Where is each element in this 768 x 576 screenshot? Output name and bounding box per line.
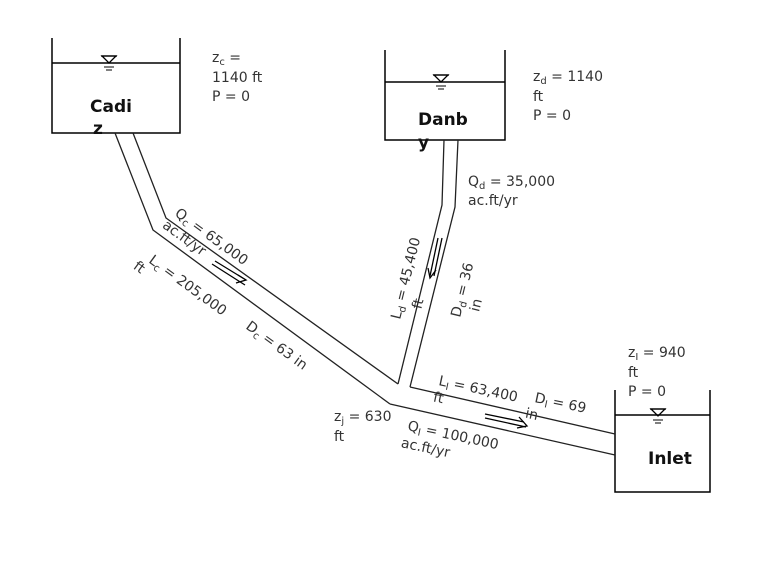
water-surface-icon: [649, 408, 667, 424]
elevation-label-cadiz: zc =: [212, 50, 241, 68]
water-surface-icon: [432, 74, 450, 90]
length-unit-inlet: ft: [432, 389, 446, 407]
length-unit-danby: ft: [409, 297, 427, 311]
flow-arrow-cadiz: [211, 260, 248, 286]
length-label-inlet: LI = 63,400 ft: [432, 373, 519, 407]
water-surface-icon: [100, 55, 118, 71]
flow-arrow-danby: [427, 237, 443, 280]
elevation-label-inlet: zI = 940: [628, 345, 686, 363]
length-label-danby: Ld = 45,400 ft: [388, 236, 427, 321]
diameter-unit-inlet: in: [524, 406, 540, 424]
elevation-value-cadiz: 1140 ft: [212, 70, 263, 86]
elevation-label-danby: zd = 1140: [533, 69, 603, 87]
diameter-label-danby: Dd = 36 in: [448, 261, 486, 319]
pipe-inlet: [389, 386, 616, 456]
diameter-label-cadiz: Dc = 63 in: [241, 318, 311, 375]
svg-text:DI = 69: DI = 69: [533, 390, 588, 418]
pressure-label-danby: P = 0: [533, 108, 571, 124]
cadiz-reservoir: Cadi z zc = 1140 ft P = 0: [51, 38, 263, 139]
svg-text:Dc = 63 in: Dc = 63 in: [241, 318, 310, 375]
pipe-cadiz: [114, 132, 399, 405]
elevation-value-danby: ft: [533, 89, 544, 105]
flow-arrow-inlet: [484, 413, 529, 429]
reservoir-name-cadiz-cont: z: [93, 119, 103, 139]
reservoir-name-inlet: Inlet: [648, 449, 692, 469]
inlet-reservoir: Inlet zI = 940 ft P = 0: [614, 345, 711, 493]
danby-reservoir: Danb y zd = 1140 ft P = 0: [384, 50, 603, 153]
reservoir-name-danby-cont: y: [418, 133, 429, 153]
junction-elevation-label: zj = 630: [334, 409, 392, 427]
diameter-unit-danby: in: [467, 297, 486, 313]
flow-label-danby: Qd = 35,000: [468, 174, 555, 192]
length-unit-cadiz: ft: [130, 258, 148, 277]
diameter-label-inlet: DI = 69 in: [524, 390, 588, 424]
length-label-cadiz: Lc = 205,000 ft: [130, 252, 229, 319]
junction-elevation-unit: ft: [334, 429, 345, 445]
reservoir-name-cadiz: Cadi: [90, 97, 132, 117]
reservoir-name-danby: Danb: [418, 110, 468, 130]
pressure-label-cadiz: P = 0: [212, 89, 250, 105]
pipe-danby: [397, 139, 459, 388]
elevation-value-inlet: ft: [628, 365, 639, 381]
flow-unit-danby: ac.ft/yr: [468, 193, 518, 209]
pressure-label-inlet: P = 0: [628, 384, 666, 400]
